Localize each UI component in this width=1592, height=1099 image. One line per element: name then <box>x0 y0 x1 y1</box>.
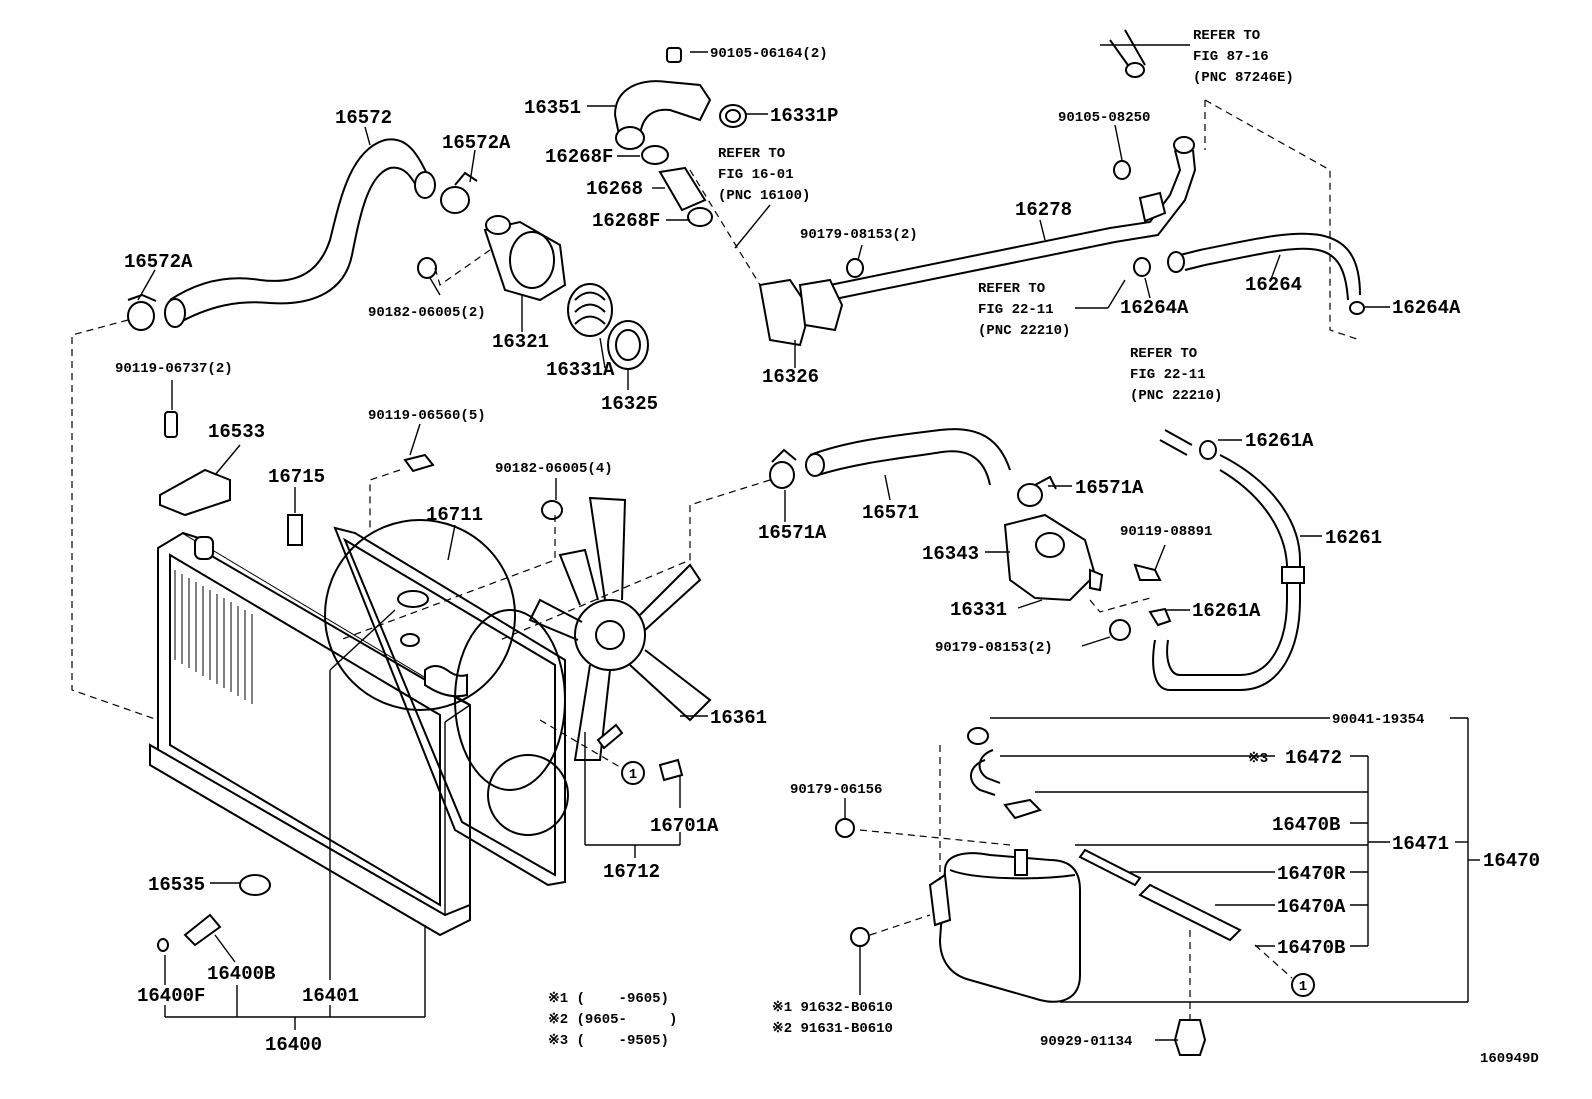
bypass-pipe <box>758 136 1197 347</box>
label-90179-08153-2-bottom[interactable]: 90179-08153(2) <box>935 640 1053 656</box>
fan-shroud <box>324 519 569 887</box>
label-16343[interactable]: 16343 <box>922 543 979 565</box>
label-16470B-bottom[interactable]: 16470B <box>1277 937 1345 959</box>
label-16701A[interactable]: 16701A <box>650 815 719 837</box>
heater-hose-16261 <box>1148 429 1305 691</box>
label-16278[interactable]: 16278 <box>1015 199 1072 221</box>
label-16712[interactable]: 16712 <box>603 861 660 883</box>
label-16571A-right[interactable]: 16571A <box>1075 477 1144 499</box>
label-90041-19354[interactable]: 90041-19354 <box>1332 712 1424 728</box>
lower-radiator-hose <box>769 428 1057 507</box>
reservoir-tank <box>835 727 1242 1056</box>
label-16264A-right[interactable]: 16264A <box>1392 297 1461 319</box>
label-90105-08250[interactable]: 90105-08250 <box>1058 110 1150 126</box>
label-90182-06005-4[interactable]: 90182-06005(4) <box>495 461 613 477</box>
label-16470A[interactable]: 16470A <box>1277 896 1346 918</box>
label-16471[interactable]: 16471 <box>1392 833 1449 855</box>
label-91632-B0610[interactable]: ※1 91632-B0610 <box>772 1000 893 1016</box>
label-90929-01134[interactable]: 90929-01134 <box>1040 1034 1132 1050</box>
label-90179-08153-2-top[interactable]: 90179-08153(2) <box>800 227 918 243</box>
label-16572[interactable]: 16572 <box>335 107 392 129</box>
label-90119-08891[interactable]: 90119-08891 <box>1120 524 1212 540</box>
label-16571[interactable]: 16571 <box>862 502 919 524</box>
reference-circle-1a-label: 1 <box>629 767 637 783</box>
note-applicability-1: ※1 ( -9605) <box>548 991 669 1007</box>
label-16268F-bottom[interactable]: 16268F <box>592 210 660 232</box>
refer-to-fig-16-01-line3: (PNC 16100) <box>718 188 810 204</box>
cooling-fan <box>528 496 712 761</box>
reference-circle-1a: 1 <box>621 761 645 785</box>
label-90119-06560-5[interactable]: 90119-06560(5) <box>368 408 486 424</box>
label-16268[interactable]: 16268 <box>586 178 643 200</box>
label-16470B-top[interactable]: 16470B <box>1272 814 1340 836</box>
label-16711[interactable]: 16711 <box>426 504 483 526</box>
diagram-id: 160949D <box>1480 1051 1539 1067</box>
water-inlet-thermostat <box>417 215 649 370</box>
label-16400F[interactable]: 16400F <box>137 985 205 1007</box>
label-90179-06156[interactable]: 90179-06156 <box>790 782 882 798</box>
label-16572A-top[interactable]: 16572A <box>442 132 511 154</box>
label-16261[interactable]: 16261 <box>1325 527 1382 549</box>
label-16361[interactable]: 16361 <box>710 707 767 729</box>
label-16268F-top[interactable]: 16268F <box>545 146 613 168</box>
label-16470R[interactable]: 16470R <box>1277 863 1346 885</box>
label-16472-note: ※3 <box>1248 751 1268 767</box>
small-parts <box>157 411 684 952</box>
label-16535[interactable]: 16535 <box>148 874 205 896</box>
refer-to-fig-22-11-a-line1: REFER TO <box>978 281 1045 297</box>
label-16715[interactable]: 16715 <box>268 466 325 488</box>
label-90105-06164[interactable]: 90105-06164(2) <box>710 46 828 62</box>
label-16533[interactable]: 16533 <box>208 421 265 443</box>
refer-to-fig-87-16-line1: REFER TO <box>1193 28 1260 44</box>
label-16401[interactable]: 16401 <box>302 985 359 1007</box>
label-16325[interactable]: 16325 <box>601 393 658 415</box>
label-16331A[interactable]: 16331A <box>546 359 615 381</box>
refer-to-fig-22-11-b-line2[interactable]: FIG 22-11 <box>1130 367 1206 383</box>
label-16470[interactable]: 16470 <box>1483 850 1540 872</box>
radiator-assembly <box>149 531 471 937</box>
label-90119-06737-2[interactable]: 90119-06737(2) <box>115 361 233 377</box>
label-16264A-mid[interactable]: 16264A <box>1120 297 1189 319</box>
upper-radiator-hose <box>164 138 436 328</box>
label-16331[interactable]: 16331 <box>950 599 1007 621</box>
refer-to-fig-22-11-a-line3: (PNC 22210) <box>978 323 1070 339</box>
refer-to-fig-16-01-line2[interactable]: FIG 16-01 <box>718 167 794 183</box>
leader-lines <box>137 44 1480 1041</box>
label-16400[interactable]: 16400 <box>265 1034 322 1056</box>
refer-to-fig-22-11-b-line1: REFER TO <box>1130 346 1197 362</box>
reference-circle-1b-label: 1 <box>1299 979 1307 995</box>
label-91631-B0610[interactable]: ※2 91631-B0610 <box>772 1021 893 1037</box>
label-16572A-left[interactable]: 16572A <box>124 251 193 273</box>
label-90182-06005-2[interactable]: 90182-06005(2) <box>368 305 486 321</box>
label-16571A-left[interactable]: 16571A <box>758 522 827 544</box>
label-16400B[interactable]: 16400B <box>207 963 275 985</box>
label-16261A-bottom[interactable]: 16261A <box>1192 600 1261 622</box>
refer-to-fig-22-11-a-line2[interactable]: FIG 22-11 <box>978 302 1054 318</box>
heater-hose-16264 <box>1109 29 1365 315</box>
label-16326[interactable]: 16326 <box>762 366 819 388</box>
refer-to-fig-87-16-line2[interactable]: FIG 87-16 <box>1193 49 1269 65</box>
label-16351[interactable]: 16351 <box>524 97 581 119</box>
note-applicability-3: ※3 ( -9505) <box>548 1033 669 1049</box>
label-16261A-top[interactable]: 16261A <box>1245 430 1314 452</box>
label-16331P[interactable]: 16331P <box>770 105 838 127</box>
note-applicability-2: ※2 (9605- ) <box>548 1012 677 1028</box>
refer-to-fig-87-16-line3: (PNC 87246E) <box>1193 70 1294 86</box>
label-16472[interactable]: 16472 <box>1285 747 1342 769</box>
upper-hose-clamps <box>127 171 478 331</box>
part-labels: 90105-06164(2) 16351 16331P 16572 16572A… <box>115 28 1540 1067</box>
label-16321[interactable]: 16321 <box>492 331 549 353</box>
water-outlet-pipe <box>613 47 747 227</box>
water-inlet-housing-16343 <box>1003 513 1162 641</box>
refer-to-fig-16-01-line1: REFER TO <box>718 146 785 162</box>
label-16264[interactable]: 16264 <box>1245 274 1302 296</box>
refer-to-fig-22-11-b-line3: (PNC 22210) <box>1130 388 1222 404</box>
dashed-connectors <box>71 99 1361 1020</box>
reference-circle-1b: 1 <box>1291 973 1315 997</box>
